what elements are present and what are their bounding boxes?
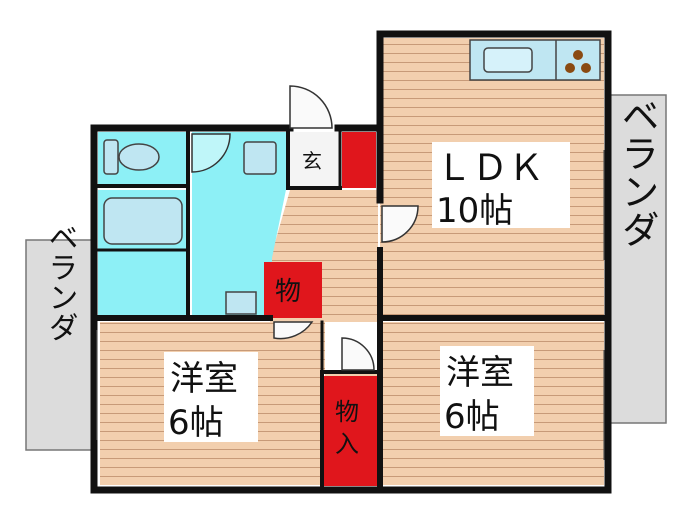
washbasin (243, 141, 277, 175)
entrance-storage (342, 132, 376, 188)
entrance-label: 玄 (302, 149, 322, 173)
veranda-right (607, 94, 667, 424)
small-storage (264, 262, 322, 318)
ldk-room-size: 10帖 (436, 191, 513, 231)
stove-burner (565, 63, 575, 73)
small-storage-label: 物 (275, 277, 301, 307)
closet-label-top: 物 (335, 398, 359, 426)
bathtub (103, 197, 183, 245)
western-right-size: 6帖 (444, 397, 500, 437)
stove-burner (573, 50, 583, 60)
western-left-label-bg (164, 352, 258, 442)
windows (96, 150, 605, 460)
entrance-floor (290, 132, 338, 188)
stove-burner (581, 63, 591, 73)
western-left-size: 6帖 (168, 403, 224, 443)
veranda-right-label: ベランダ (615, 96, 659, 248)
western-right-label-bg (440, 346, 534, 436)
toilet-bowl (118, 143, 160, 171)
veranda-left-label: ベランダ (43, 222, 78, 342)
closet (322, 376, 378, 486)
ldk-label-bg (432, 142, 570, 228)
washing-machine (225, 291, 257, 315)
closet-label-bottom: 入 (335, 430, 359, 458)
ldk-room-name: ＬＤＫ (436, 148, 544, 189)
veranda-left (25, 239, 95, 451)
doors (191, 85, 419, 371)
western-right-name: 洋室 (446, 353, 514, 393)
toilet-tank (103, 139, 119, 175)
western-left-name: 洋室 (170, 359, 238, 399)
kitchen-sink (483, 47, 533, 73)
walls (90, 30, 612, 494)
